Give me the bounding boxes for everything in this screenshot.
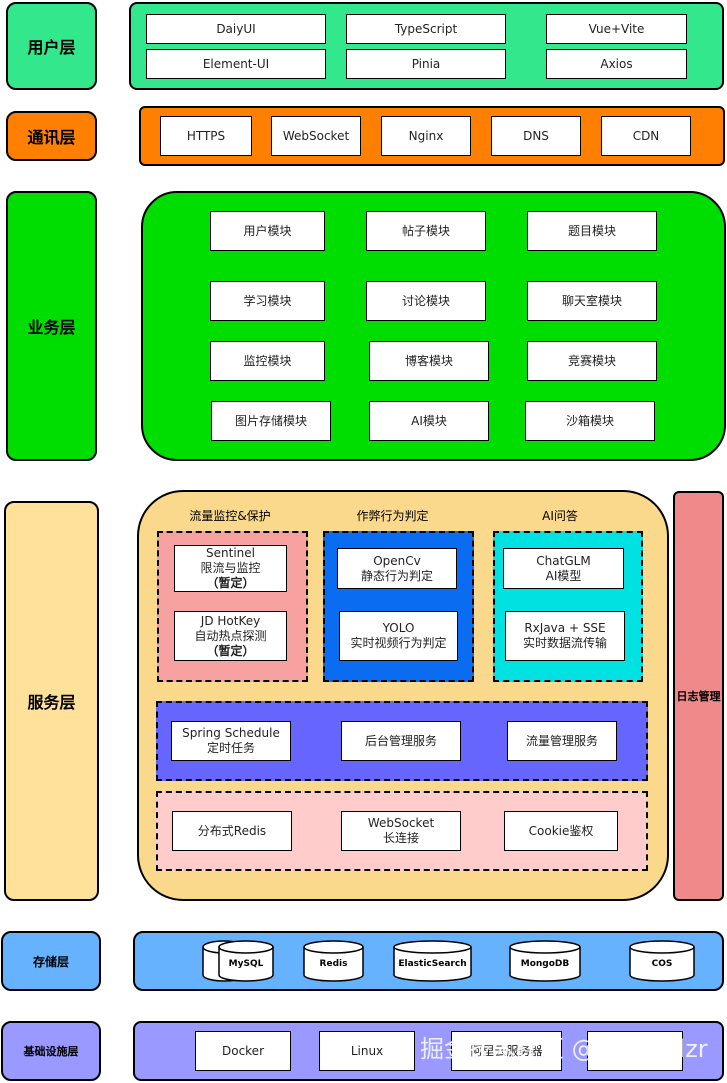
business-item-discussion: 讨论模块 [366,281,486,321]
comm-item-https: HTTPS [160,116,252,156]
comm-item-nginx: Nginx [381,116,471,156]
business-item-problem: 题目模块 [527,211,657,251]
cos-cylinder-icon [629,940,695,982]
user-item-pinia: Pinia [346,49,506,79]
layer-label-infra: 基础设施层 [1,1021,101,1081]
log-management-text: 日志管理 [676,690,721,703]
sentinel-box: Sentinel 限流与监控 （暂定） [174,545,287,592]
group-title-cheat: 作弊行为判定 [356,508,429,523]
business-item-chatroom: 聊天室模块 [527,281,657,321]
user-item-daiyui: DaiyUI [146,14,326,44]
storage-redis: Redis [303,940,364,982]
storage-mysql: MySQL [218,940,274,982]
comm-item-dns: DNS [491,116,581,156]
log-management-panel: 日志管理 [673,491,724,901]
elasticsearch-cylinder-icon [393,940,472,982]
layer-label-service: 服务层 [4,501,99,901]
business-item-post: 帖子模块 [366,211,486,251]
mongodb-cylinder-icon [509,940,581,982]
business-item-user: 用户模块 [210,211,325,251]
user-item-element-ui: Element-UI [146,49,326,79]
layer-label-user-text: 用户层 [27,38,76,57]
mysql-cylinder-icon [218,940,274,982]
business-item-blog: 博客模块 [369,341,489,381]
storage-cos: COS [629,940,695,982]
storage-mongodb: MongoDB [509,940,581,982]
yolo-box: YOLO 实时视频行为判定 [339,611,458,661]
redis-distributed-box: 分布式Redis [172,811,292,851]
layer-label-infra-text: 基础设施层 [23,1045,79,1058]
spring-schedule-box: Spring Schedule 定时任务 [171,721,291,761]
group-title-ai: AI问答 [542,508,578,523]
business-item-ai: AI模块 [369,401,489,441]
rxjava-sse-box: RxJava + SSE 实时数据流传输 [505,611,625,661]
layer-label-comm-text: 通讯层 [27,128,76,147]
layer-label-storage: 存储层 [1,931,101,991]
comm-item-cdn: CDN [601,116,691,156]
infra-item-blank [587,1031,683,1071]
chatglm-box: ChatGLM AI模型 [503,548,624,589]
comm-item-websocket: WebSocket [271,116,361,156]
user-item-vue-vite: Vue+Vite [546,14,687,44]
business-item-sandbox: 沙箱模块 [525,401,655,441]
storage-elasticsearch: ElasticSearch [393,940,472,982]
watermark-text: 掘金技术社区 @ mogullzr [420,1035,708,1063]
user-item-axios: Axios [546,49,687,79]
infra-item-docker: Docker [195,1031,291,1071]
infra-item-aliyun-server: 阿里云服务器 [451,1031,562,1071]
layer-label-user: 用户层 [6,2,97,90]
business-item-monitor: 监控模块 [210,341,325,381]
business-item-image-storage: 图片存储模块 [211,401,331,441]
infra-item-linux: Linux [319,1031,415,1071]
user-item-typescript: TypeScript [346,14,506,44]
admin-service-box: 后台管理服务 [341,721,461,761]
layer-label-service-text: 服务层 [27,693,76,712]
business-item-contest: 竞赛模块 [527,341,657,381]
traffic-management-box: 流量管理服务 [507,721,617,761]
redis-cylinder-icon [303,940,364,982]
layer-label-comm: 通讯层 [6,111,97,161]
layer-label-business: 业务层 [6,191,97,461]
jd-hotkey-box: JD HotKey 自动热点探测 （暂定） [174,611,287,661]
group-title-traffic: 流量监控&保护 [189,508,271,523]
business-item-study: 学习模块 [210,281,325,321]
opencv-box: OpenCv 静态行为判定 [337,548,457,589]
websocket-long-conn-box: WebSocket 长连接 [341,811,461,851]
cookie-auth-box: Cookie鉴权 [504,811,618,851]
layer-label-business-text: 业务层 [27,318,76,337]
layer-label-storage-text: 存储层 [32,954,69,969]
